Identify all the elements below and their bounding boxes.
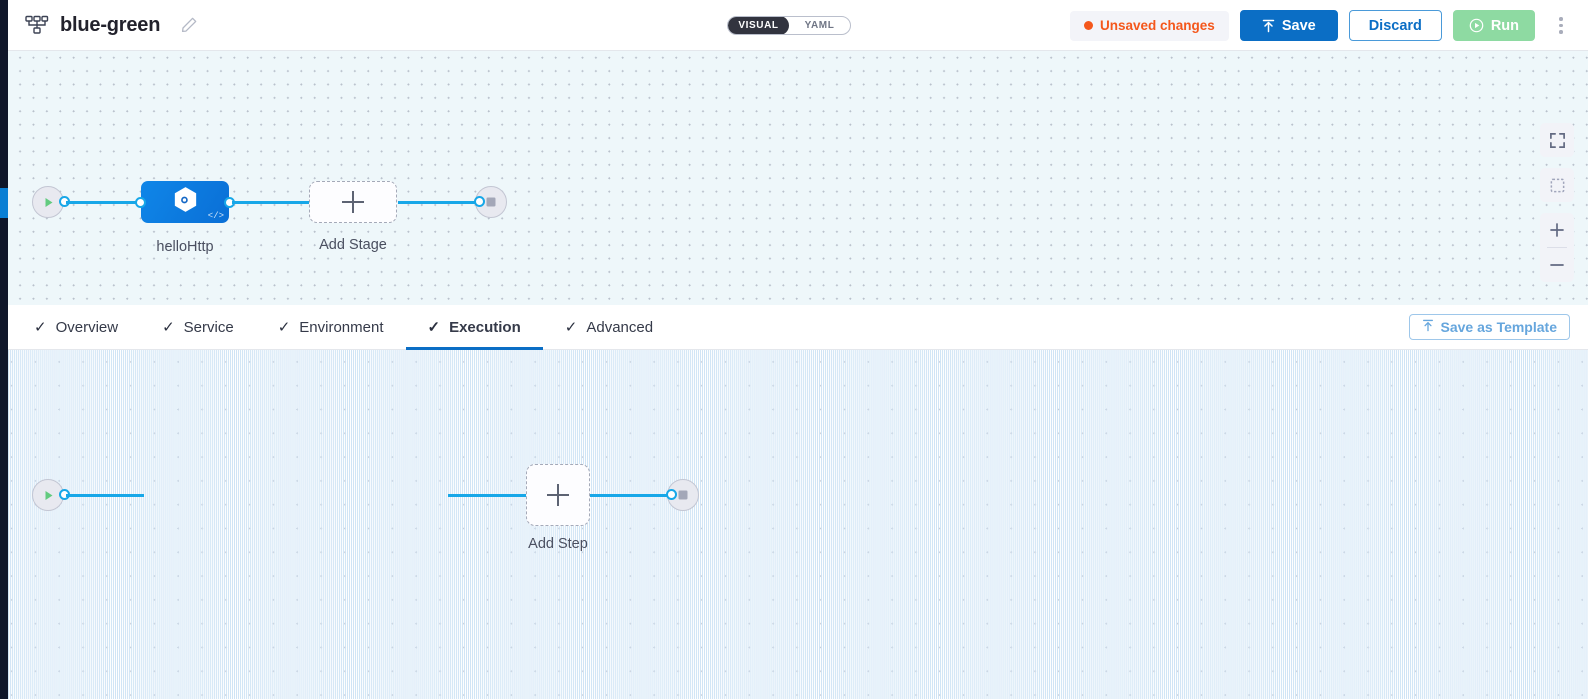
- save-button[interactable]: Save: [1239, 10, 1338, 41]
- execution-end-port[interactable]: [666, 489, 677, 500]
- zoom-divider: [1547, 247, 1567, 248]
- unsaved-dot-icon: [1084, 21, 1094, 30]
- end-node-port[interactable]: [474, 196, 485, 207]
- connector-group-to-add-step: [448, 494, 526, 497]
- check-icon: ✓: [277, 318, 291, 336]
- stage-start-node[interactable]: [32, 186, 70, 218]
- stage-node-hellohttp[interactable]: </> helloHttp: [135, 181, 235, 255]
- add-stage-node[interactable]: Add Stage: [309, 181, 397, 253]
- app-header: blue-green VISUAL YAML Unsaved changes: [0, 0, 1588, 51]
- tab-environment-label: Environment: [299, 318, 384, 336]
- execution-canvas[interactable]: Execution Rollback: [0, 350, 1588, 699]
- discard-button[interactable]: Discard: [1348, 10, 1442, 41]
- save-as-template-label: Save as Template: [1440, 319, 1557, 335]
- fit-to-selection-button[interactable]: [1540, 168, 1574, 202]
- run-play-icon: [1469, 18, 1484, 33]
- connector-add-step-to-end: [590, 494, 668, 497]
- unsaved-changes-badge: Unsaved changes: [1070, 10, 1229, 41]
- kebab-dot: [1559, 30, 1563, 34]
- tab-advanced-label: Advanced: [586, 318, 654, 336]
- fullscreen-button[interactable]: [1540, 123, 1574, 157]
- fit-to-selection-icon[interactable]: [1540, 168, 1574, 202]
- stop-square-icon: [475, 186, 507, 218]
- add-step-label: Add Step: [528, 536, 588, 552]
- add-stage-button[interactable]: [309, 181, 397, 223]
- run-button[interactable]: Run: [1452, 10, 1535, 41]
- check-icon: ✓: [427, 318, 441, 336]
- mode-option-visual[interactable]: VISUAL: [728, 17, 789, 34]
- check-icon: ✓: [162, 318, 175, 336]
- canvas-controls: [1540, 123, 1574, 293]
- tab-environment[interactable]: ✓ Environment: [256, 305, 406, 350]
- connector-add-to-end: [398, 201, 478, 204]
- add-stage-label: Add Stage: [319, 237, 387, 253]
- add-step-button[interactable]: [526, 464, 590, 526]
- stage-node-body[interactable]: </>: [141, 181, 229, 223]
- unsaved-changes-label: Unsaved changes: [1100, 18, 1215, 33]
- tab-service-label: Service: [183, 318, 234, 336]
- kebab-dot: [1559, 17, 1563, 21]
- stage-node-label: helloHttp: [156, 239, 214, 255]
- save-as-template-button[interactable]: Save as Template: [1408, 314, 1570, 340]
- connector-start-to-group: [66, 494, 144, 497]
- tab-execution[interactable]: ✓ Execution: [405, 305, 544, 350]
- start-play-icon: [32, 186, 64, 218]
- kebab-menu-icon[interactable]: [1548, 9, 1574, 43]
- execution-end-node[interactable]: [666, 479, 699, 511]
- check-icon: ✓: [34, 318, 47, 336]
- connector-stage-to-add: [232, 201, 309, 204]
- page-title: blue-green: [60, 13, 161, 36]
- pencil-icon[interactable]: [171, 16, 198, 34]
- zoom-in-button[interactable]: [1540, 213, 1574, 247]
- discard-button-label: Discard: [1368, 17, 1422, 34]
- hexagon-link-icon: [170, 184, 201, 220]
- plus-icon: [342, 191, 364, 213]
- check-icon: ✓: [564, 318, 578, 336]
- connector-start-to-stage: [66, 201, 144, 204]
- tab-service[interactable]: ✓ Service: [140, 305, 256, 350]
- save-button-label: Save: [1281, 17, 1316, 34]
- mode-option-yaml[interactable]: YAML: [804, 20, 835, 31]
- view-mode-toggle[interactable]: VISUAL YAML: [727, 16, 851, 35]
- tab-execution-label: Execution: [449, 318, 521, 336]
- fullscreen-icon[interactable]: [1540, 123, 1574, 157]
- header-actions: Unsaved changes Save Discard: [1070, 0, 1574, 51]
- header-left-group: blue-green: [0, 14, 198, 37]
- save-upload-icon: [1262, 19, 1275, 33]
- run-button-label: Run: [1490, 17, 1519, 34]
- code-badge: </>: [207, 211, 224, 221]
- kebab-dot: [1559, 23, 1563, 28]
- execution-start-node[interactable]: [32, 479, 70, 511]
- zoom-out-button[interactable]: [1540, 248, 1574, 282]
- config-tab-bar: ✓ Overview ✓ Service ✓ Environment ✓ Exe…: [0, 305, 1588, 350]
- pipeline-nodes-icon: [25, 15, 49, 35]
- tab-overview[interactable]: ✓ Overview: [12, 305, 140, 350]
- tab-advanced[interactable]: ✓ Advanced: [543, 305, 675, 350]
- plus-icon: [547, 484, 569, 506]
- zoom-controls[interactable]: [1540, 213, 1574, 282]
- upload-icon: [1422, 319, 1434, 335]
- left-edge-rail-active-marker: [0, 188, 8, 218]
- left-edge-rail: [0, 0, 8, 699]
- tab-overview-label: Overview: [55, 318, 119, 336]
- stage-end-node[interactable]: [474, 186, 507, 218]
- add-step-node[interactable]: Add Step: [526, 464, 590, 552]
- stage-canvas[interactable]: </> helloHttp Add Stage: [0, 51, 1588, 305]
- start-play-icon: [32, 479, 64, 511]
- stage-input-port[interactable]: [135, 197, 146, 208]
